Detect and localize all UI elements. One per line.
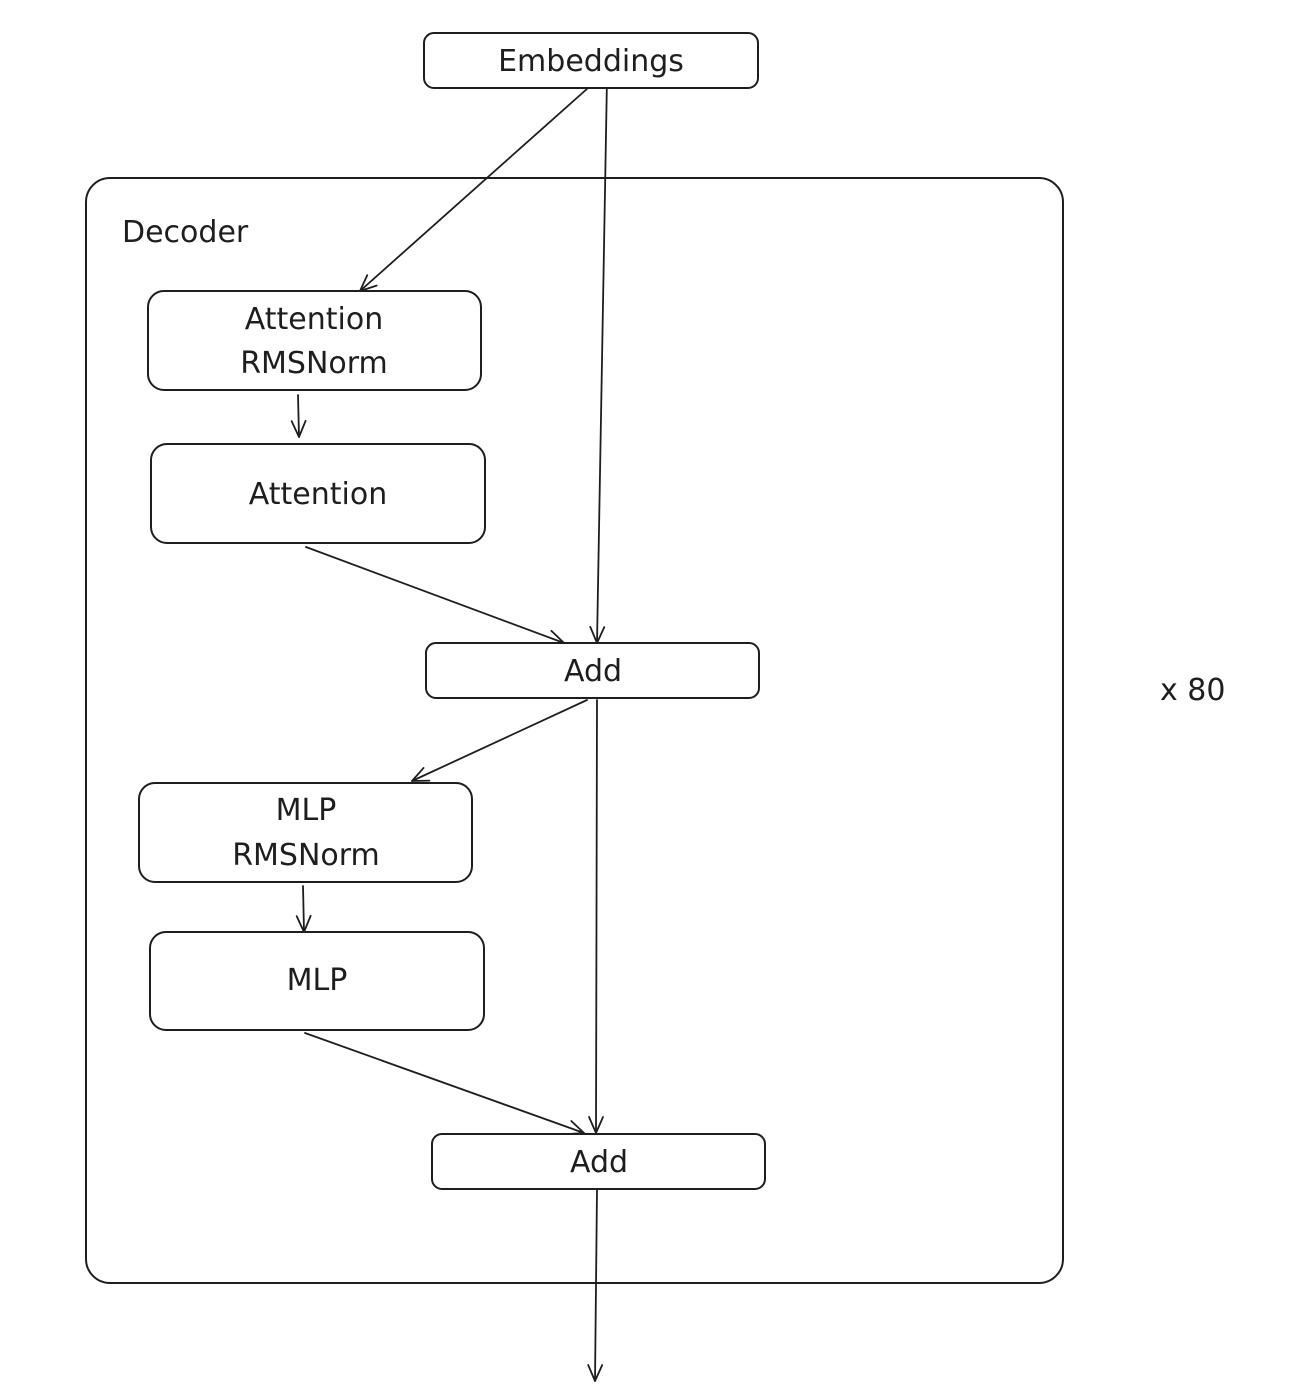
add-2-label: Add (570, 1145, 628, 1180)
attention-rmsnorm-label-line-1: Attention (245, 302, 383, 337)
repeat-count-label: x 80 (1160, 673, 1225, 708)
edge-mlp-norm-to-mlp (295, 885, 312, 933)
embeddings-node: Embeddings (423, 32, 759, 89)
edge-add-2-to-output (587, 1189, 604, 1382)
decoder-frame (85, 177, 1064, 1284)
add-node-2: Add (431, 1133, 766, 1190)
add-1-label: Add (564, 654, 622, 689)
edge-embeddings-to-attention-norm (359, 87, 589, 292)
embeddings-label: Embeddings (498, 44, 684, 79)
edge-add-1-to-add-2 (588, 699, 604, 1134)
attention-rmsnorm-node: Attention RMSNorm (147, 290, 482, 391)
edge-embeddings-to-add-1 (589, 77, 608, 644)
mlp-label: MLP (287, 963, 348, 998)
edge-add-1-to-mlp-norm (411, 699, 588, 782)
edge-attention-to-add-1 (305, 546, 565, 645)
attention-label: Attention (249, 477, 387, 512)
mlp-rmsnorm-label-line-1: MLP (276, 793, 337, 828)
attention-node: Attention (150, 443, 486, 544)
edges (290, 77, 608, 1382)
attention-rmsnorm-label-line-2: RMSNorm (240, 346, 388, 381)
mlp-node: MLP (149, 931, 485, 1031)
mlp-rmsnorm-node: MLP RMSNorm (138, 782, 473, 883)
edge-attention-norm-to-attention (290, 394, 307, 438)
add-node-1: Add (425, 642, 760, 699)
decoder-title: Decoder (122, 215, 249, 250)
mlp-rmsnorm-label-line-2: RMSNorm (232, 838, 380, 873)
edge-mlp-to-add-2 (304, 1032, 585, 1136)
